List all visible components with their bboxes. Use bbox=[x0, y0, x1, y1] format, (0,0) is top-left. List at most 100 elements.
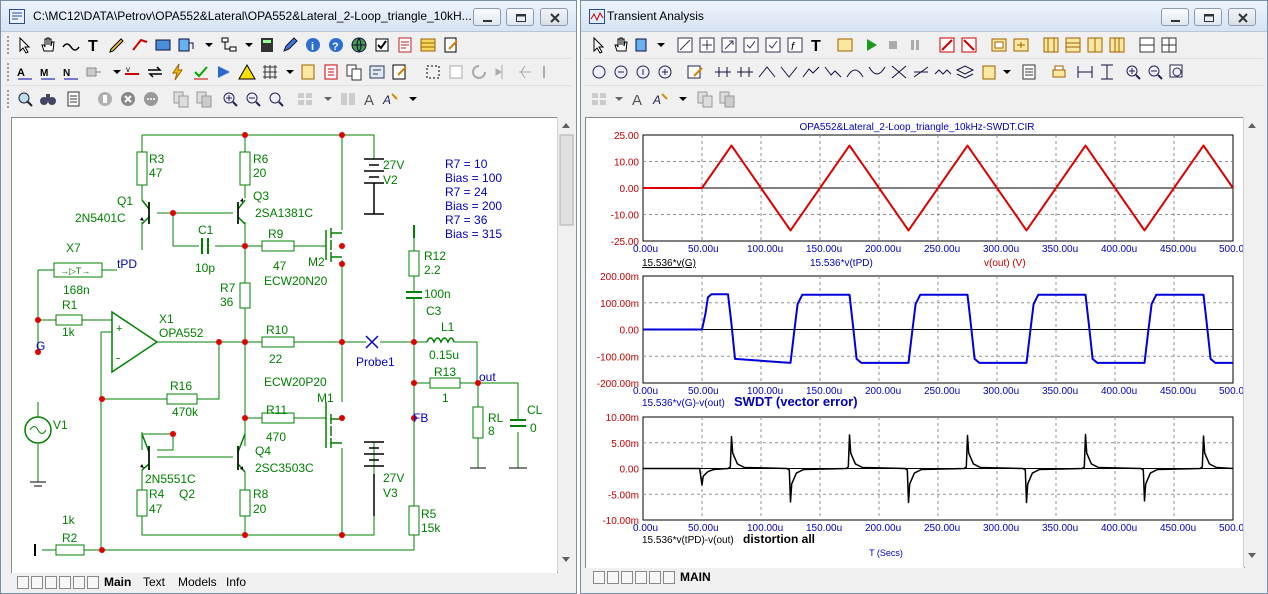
pan-hand-icon[interactable] bbox=[611, 35, 631, 55]
zoom-out-icon[interactable] bbox=[1145, 62, 1165, 82]
dropdown-arrow-icon[interactable] bbox=[239, 35, 259, 55]
lightning-icon[interactable] bbox=[168, 62, 188, 82]
inflection-icon[interactable] bbox=[845, 62, 865, 82]
nav-prev-button[interactable] bbox=[621, 571, 633, 584]
analysis-titlebar[interactable]: Transient Analysis bbox=[581, 1, 1267, 32]
layout-icon[interactable] bbox=[295, 89, 315, 109]
run-icon[interactable] bbox=[861, 35, 881, 55]
nav-last-button[interactable] bbox=[87, 576, 99, 589]
x7-delay-symbol[interactable] bbox=[53, 262, 103, 278]
close-button[interactable] bbox=[540, 8, 568, 26]
pin-connections-icon[interactable] bbox=[84, 62, 104, 82]
zoom-fit-icon[interactable] bbox=[1167, 62, 1187, 82]
binoculars-icon[interactable] bbox=[38, 89, 58, 109]
checkbox-icon[interactable] bbox=[372, 35, 392, 55]
r16-resistor[interactable] bbox=[166, 393, 198, 405]
layout-2-icon[interactable] bbox=[338, 89, 358, 109]
zoom-in-icon[interactable] bbox=[220, 89, 240, 109]
dropdown-arrow-icon[interactable] bbox=[107, 62, 127, 82]
hierarchy-icon[interactable] bbox=[219, 35, 239, 55]
r11-resistor[interactable] bbox=[261, 412, 295, 424]
page-icon[interactable] bbox=[298, 62, 318, 82]
grid-icon[interactable] bbox=[260, 62, 280, 82]
find-icon[interactable] bbox=[15, 89, 35, 109]
cursor-1-icon[interactable] bbox=[713, 62, 733, 82]
high-icon[interactable] bbox=[801, 62, 821, 82]
paste-disabled-icon[interactable] bbox=[194, 89, 214, 109]
rl-resistor[interactable] bbox=[472, 406, 484, 439]
nav-next-page-button[interactable] bbox=[649, 571, 661, 584]
cancel-icon[interactable] bbox=[118, 89, 138, 109]
global-low-icon[interactable] bbox=[889, 62, 909, 82]
tools-icon[interactable] bbox=[390, 62, 410, 82]
opamp-x1-symbol[interactable] bbox=[111, 310, 159, 374]
font-style-icon[interactable]: A bbox=[381, 89, 401, 109]
nav-next-button[interactable] bbox=[59, 576, 71, 589]
text-tool-icon[interactable]: T bbox=[84, 35, 104, 55]
r9-resistor[interactable] bbox=[261, 240, 295, 252]
calculator-icon[interactable] bbox=[257, 35, 277, 55]
bold-box-icon[interactable] bbox=[321, 62, 341, 82]
info-icon[interactable]: i bbox=[303, 35, 323, 55]
layout-icon[interactable] bbox=[589, 89, 609, 109]
blank-icon[interactable] bbox=[446, 62, 466, 82]
zoom-y-icon[interactable] bbox=[633, 62, 653, 82]
attribute-text-icon[interactable]: A bbox=[15, 62, 35, 82]
select-arrow-icon[interactable] bbox=[589, 35, 609, 55]
dropdown-arrow-icon[interactable] bbox=[199, 35, 219, 55]
layout-dropdown-arrow-icon[interactable] bbox=[609, 89, 629, 109]
edit-icon[interactable] bbox=[685, 62, 705, 82]
pan-hand-icon[interactable] bbox=[38, 35, 58, 55]
close-button[interactable] bbox=[1228, 8, 1256, 26]
nav-last-button[interactable] bbox=[663, 571, 675, 584]
maximize-button[interactable] bbox=[1194, 8, 1222, 26]
stop-icon[interactable] bbox=[95, 89, 115, 109]
schematic-vertical-scrollbar[interactable] bbox=[557, 117, 575, 572]
font-icon[interactable]: A bbox=[361, 89, 381, 109]
globe-icon[interactable] bbox=[349, 35, 369, 55]
print-icon[interactable] bbox=[1049, 62, 1069, 82]
copy-disabled-icon[interactable] bbox=[171, 89, 191, 109]
wave-icon[interactable] bbox=[933, 62, 953, 82]
peak-icon[interactable] bbox=[937, 35, 957, 55]
pencil-icon[interactable] bbox=[280, 35, 300, 55]
tab-text[interactable]: Text bbox=[143, 575, 166, 589]
cursor-2-icon[interactable] bbox=[735, 62, 755, 82]
dropdown-arrow-icon[interactable] bbox=[997, 62, 1017, 82]
font-dropdown-arrow-icon[interactable] bbox=[673, 89, 693, 109]
selection-box-icon[interactable] bbox=[423, 62, 443, 82]
slope-icon[interactable] bbox=[911, 62, 931, 82]
r7-resistor[interactable] bbox=[239, 282, 251, 309]
more-icon[interactable] bbox=[141, 89, 161, 109]
layout-2-icon[interactable] bbox=[1063, 35, 1083, 55]
zoom-x-icon[interactable] bbox=[611, 62, 631, 82]
list-icon[interactable] bbox=[1019, 62, 1039, 82]
flip-icon[interactable] bbox=[492, 62, 512, 82]
dropdown-arrow-icon[interactable] bbox=[651, 35, 671, 55]
align-icon[interactable] bbox=[367, 62, 387, 82]
scale-icon[interactable] bbox=[675, 35, 695, 55]
peak-find-icon[interactable] bbox=[757, 62, 777, 82]
zoom-fit-icon[interactable] bbox=[266, 89, 286, 109]
mirror-icon[interactable] bbox=[515, 62, 535, 82]
scale-5-icon[interactable] bbox=[763, 35, 783, 55]
maximize-button[interactable] bbox=[506, 8, 534, 26]
tab-info[interactable]: Info bbox=[226, 575, 247, 589]
rotate-icon[interactable] bbox=[469, 62, 489, 82]
font-dropdown-arrow-icon[interactable] bbox=[403, 89, 423, 109]
node-voltages-icon[interactable]: N bbox=[61, 62, 81, 82]
split-grid-icon[interactable] bbox=[1159, 35, 1179, 55]
nav-prev-page-button[interactable] bbox=[607, 571, 619, 584]
nav-next-page-button[interactable] bbox=[73, 576, 85, 589]
warning-icon[interactable] bbox=[237, 62, 257, 82]
scale-3-icon[interactable] bbox=[719, 35, 739, 55]
scale-2-icon[interactable] bbox=[697, 35, 717, 55]
zoom-region-icon[interactable] bbox=[589, 62, 609, 82]
nav-next-button[interactable] bbox=[635, 571, 647, 584]
zoom-out-icon[interactable] bbox=[243, 89, 263, 109]
table-icon[interactable] bbox=[418, 35, 438, 55]
format-2-icon[interactable] bbox=[1011, 35, 1031, 55]
valley-find-icon[interactable] bbox=[779, 62, 799, 82]
